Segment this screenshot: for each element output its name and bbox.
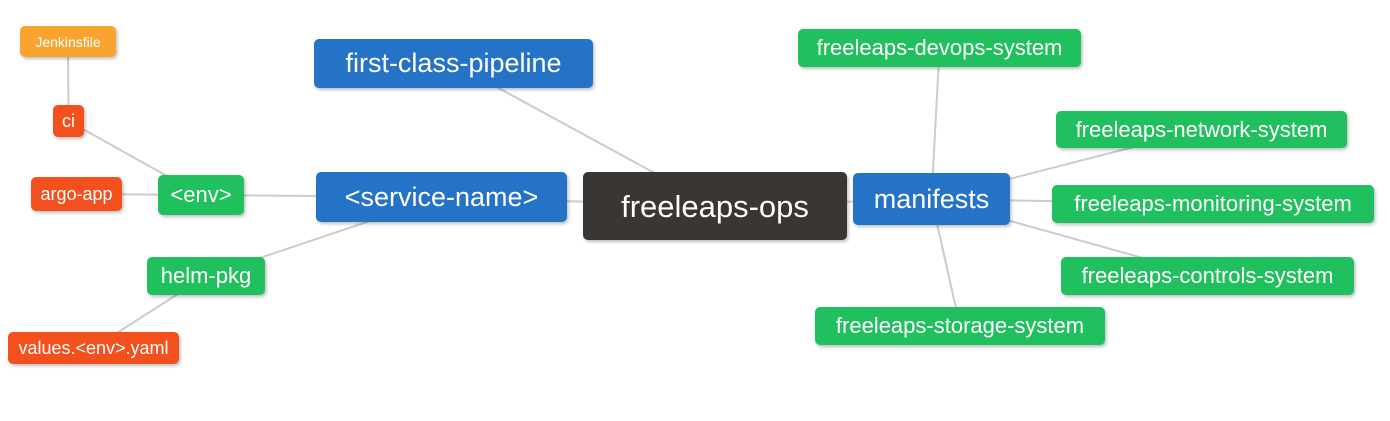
- node-argo-app[interactable]: argo-app: [31, 177, 122, 211]
- node-service-name[interactable]: <service-name>: [316, 172, 567, 222]
- node-controls-system[interactable]: freeleaps-controls-system: [1061, 257, 1354, 295]
- node-root[interactable]: freeleaps-ops: [583, 172, 847, 240]
- node-label: <service-name>: [344, 181, 539, 212]
- node-env[interactable]: <env>: [158, 175, 244, 215]
- node-label: <env>: [170, 182, 232, 207]
- node-manifests[interactable]: manifests: [853, 173, 1010, 225]
- node-label: argo-app: [40, 184, 113, 204]
- node-label: freeleaps-ops: [621, 188, 809, 224]
- node-label: freeleaps-storage-system: [835, 313, 1085, 338]
- node-devops-system[interactable]: freeleaps-devops-system: [798, 29, 1081, 67]
- node-label: helm-pkg: [160, 263, 252, 288]
- node-label: Jenkinsfile: [35, 33, 101, 50]
- node-label: freeleaps-controls-system: [1081, 263, 1334, 288]
- node-label: freeleaps-devops-system: [816, 35, 1063, 60]
- node-values-env-yaml[interactable]: values.<env>.yaml: [8, 332, 179, 364]
- node-label: first-class-pipeline: [345, 48, 562, 78]
- node-monitoring-system[interactable]: freeleaps-monitoring-system: [1052, 185, 1374, 223]
- node-label: ci: [62, 111, 75, 131]
- node-label: manifests: [873, 183, 990, 214]
- node-storage-system[interactable]: freeleaps-storage-system: [815, 307, 1105, 345]
- node-network-system[interactable]: freeleaps-network-system: [1056, 111, 1347, 148]
- node-first-class-pipeline[interactable]: first-class-pipeline: [314, 39, 593, 88]
- node-ci[interactable]: ci: [53, 105, 84, 137]
- node-jenkinsfile[interactable]: Jenkinsfile: [20, 26, 116, 57]
- node-label: values.<env>.yaml: [18, 338, 169, 358]
- node-label: freeleaps-network-system: [1075, 116, 1328, 142]
- node-helm-pkg[interactable]: helm-pkg: [147, 257, 265, 295]
- node-label: freeleaps-monitoring-system: [1074, 191, 1352, 216]
